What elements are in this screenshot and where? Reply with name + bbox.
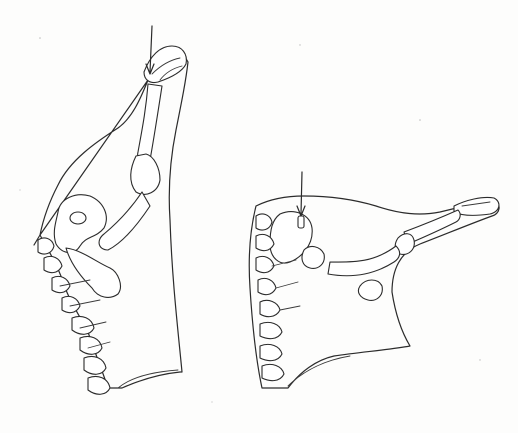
- left-radius: [131, 154, 160, 194]
- arrow-icon: [297, 172, 305, 216]
- right-marker: [298, 216, 304, 228]
- right-hoof: [454, 197, 499, 215]
- right-humerus: [302, 247, 324, 269]
- arrow-icon: [146, 26, 154, 74]
- left-humerus: [66, 248, 120, 297]
- right-forearm: [328, 246, 400, 276]
- right-panel: [249, 172, 499, 388]
- left-panel: [34, 26, 188, 394]
- right-elbow: [358, 280, 382, 300]
- right-ventral-line: [288, 356, 350, 386]
- left-joint-oval: [70, 212, 86, 224]
